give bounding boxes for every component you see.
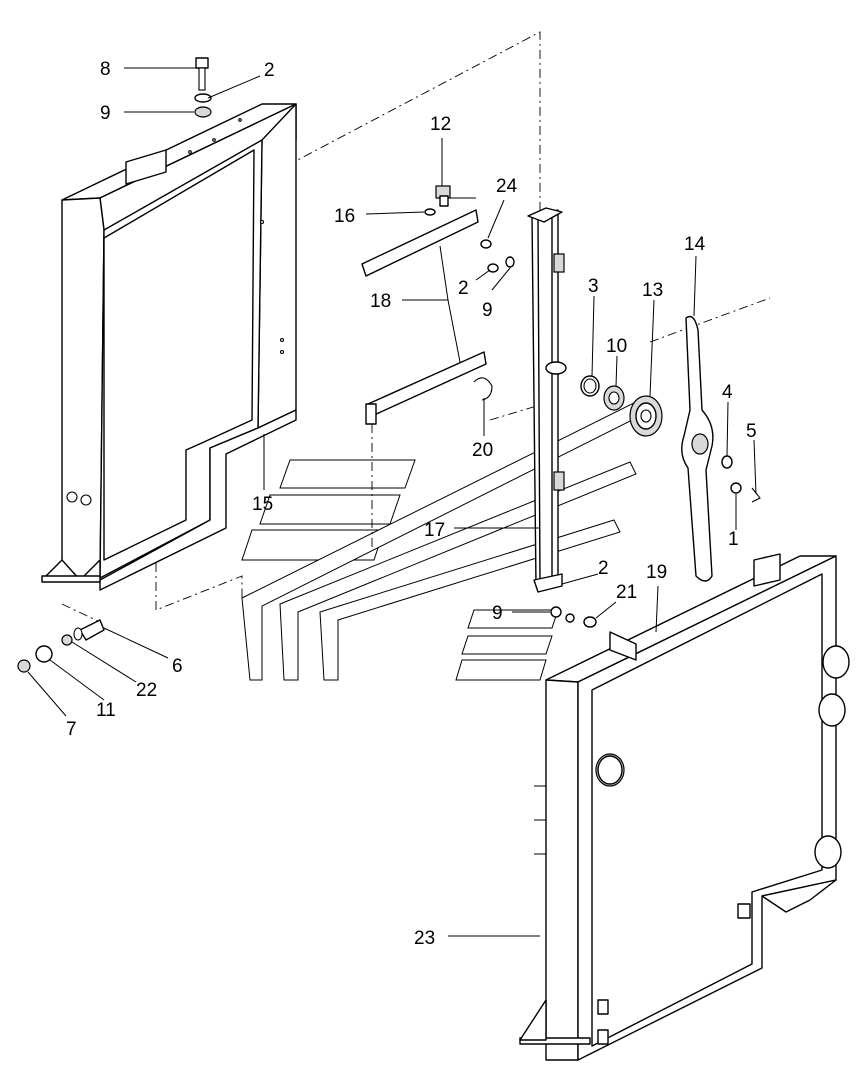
callout-labels: 8 2 9 12 24 16 2 9 18 14 3 13 10 4 5 20 … [66,59,757,949]
circlip [473,377,493,401]
support-bar [527,207,567,593]
callout-20: 20 [472,440,493,461]
callout-16: 16 [334,206,355,227]
hub-parts [580,375,663,437]
radiator [519,553,850,1061]
callout-11: 11 [96,700,116,721]
sensor-fitting [435,185,476,207]
callout-10: 10 [606,336,627,357]
callout-24: 24 [496,176,518,197]
callout-14: 14 [684,234,706,255]
callout-9: 9 [482,300,493,321]
callout-13: 13 [642,280,663,301]
callout-9: 9 [492,603,503,624]
callout-2: 2 [458,278,469,299]
watermark-logo [241,399,649,681]
callout-4: 4 [722,382,733,403]
callout-6: 6 [172,656,183,677]
callout-21: 21 [616,582,637,603]
callout-17: 17 [424,520,445,541]
callout-23: 23 [414,928,435,949]
callout-8: 8 [100,59,111,80]
callout-12: 12 [430,114,451,135]
fan-hardware [721,455,761,503]
leader-lines [27,67,757,937]
callout-15: 15 [252,494,273,515]
callout-9: 9 [100,103,111,124]
callout-7: 7 [66,719,77,740]
callout-3: 3 [588,276,599,297]
callout-19: 19 [646,562,667,583]
fan-blade [681,315,714,582]
callout-22: 22 [136,680,157,701]
left-hardware [17,619,105,673]
callout-18: 18 [370,291,391,312]
bracket-pair [361,208,487,425]
callout-2: 2 [598,558,609,579]
small-washers [480,239,515,273]
callout-1: 1 [728,529,739,550]
top-bolt-assembly [194,57,212,118]
callout-2: 2 [264,60,275,81]
callout-5: 5 [746,421,757,442]
fan-shroud-frame [41,103,297,591]
